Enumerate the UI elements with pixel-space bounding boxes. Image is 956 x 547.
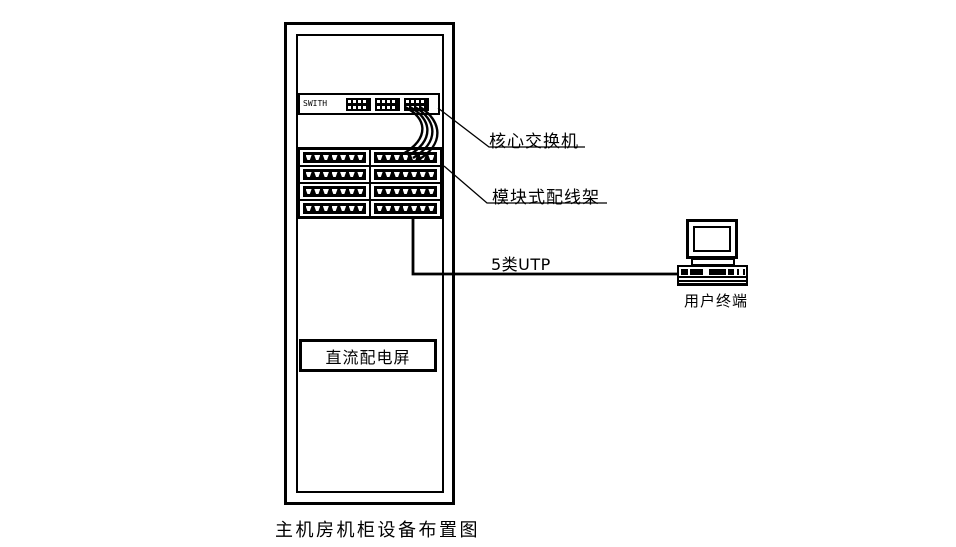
patch-panel-module [299, 166, 370, 183]
switch-port-group [375, 98, 400, 111]
utp-cable-label: 5类UTP [491, 255, 551, 274]
switch-port-group [346, 98, 371, 111]
case-ridge-line [679, 283, 746, 285]
case-ridge-line [679, 279, 746, 282]
core-switch-unit: SWITH [298, 93, 440, 115]
patch-panel-module [299, 183, 370, 200]
switch-port-groups [346, 98, 429, 111]
switch-model-text: SWITH [303, 99, 328, 108]
patch-panel-module [370, 166, 441, 183]
patch-panel-module [299, 200, 370, 217]
patch-panel-module [299, 149, 370, 166]
patch-panel-module [370, 149, 441, 166]
dc-power-panel-label: 直流配电屏 [325, 347, 411, 367]
terminal-drive-bays [681, 269, 745, 275]
user-terminal-label: 用户终端 [684, 292, 749, 310]
core-switch-label: 核心交换机 [489, 132, 579, 152]
patch-panel-module [370, 183, 441, 200]
terminal-screen [693, 226, 731, 252]
case-ridge-line [679, 276, 746, 278]
dc-power-panel: 直流配电屏 [299, 339, 437, 372]
switch-port-group [404, 98, 429, 111]
patch-panel-module [370, 200, 441, 217]
terminal-system-unit [677, 265, 748, 286]
patch-panel-label: 模块式配线架 [492, 188, 600, 208]
diagram-caption: 主机房机柜设备布置图 [275, 520, 480, 541]
patch-panel [297, 147, 443, 219]
